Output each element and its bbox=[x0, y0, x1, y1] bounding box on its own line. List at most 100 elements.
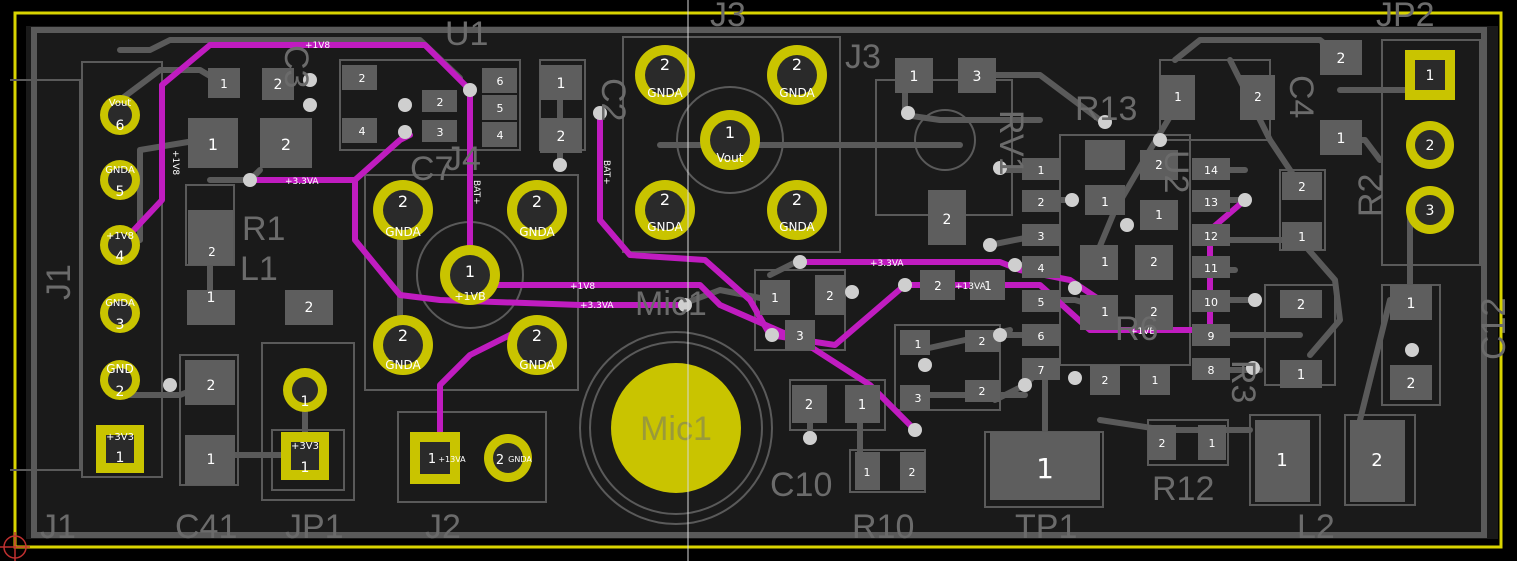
pad-num: 1 bbox=[116, 450, 125, 466]
pad-num: 4 bbox=[497, 129, 504, 142]
th-pad-labels: Vout 6 GNDA 5 +1V8 4 GNDA 3 GND 2 +3V3 1… bbox=[105, 55, 1434, 476]
jp1-pins bbox=[281, 368, 329, 480]
pad-num: 2 bbox=[660, 190, 670, 209]
pad-num: 3 bbox=[437, 126, 444, 139]
j1-pin5-label: GNDA bbox=[105, 165, 135, 176]
pad-num: 2 bbox=[1150, 305, 1158, 319]
ref-j1-side: J1 bbox=[40, 264, 78, 300]
reference-designators: J1 C41 JP1 J2 C10 R10 TP1 R12 L2 JP2 U1 … bbox=[40, 0, 1513, 546]
mic1-pad bbox=[611, 363, 741, 493]
pad-num: 1 bbox=[428, 452, 436, 467]
ref-jp2: JP2 bbox=[1376, 0, 1435, 34]
ref-j3: J3 bbox=[845, 38, 881, 76]
pad-num: 2 bbox=[532, 326, 542, 345]
ref-r3: R3 bbox=[1224, 360, 1262, 403]
pad-num: 9 bbox=[1208, 330, 1215, 343]
pad-num: 2 bbox=[934, 279, 942, 293]
pad-num: 1 bbox=[1038, 164, 1045, 177]
pad-num: 1 bbox=[1174, 90, 1182, 104]
pad-num: 1 bbox=[207, 290, 216, 306]
pad-numbers: 1 2 1 2 1 2 2 1 2 4 2 3 6 5 4 1 2 1 3 2 … bbox=[207, 51, 1416, 485]
ref-c7: C7 bbox=[410, 150, 453, 188]
pad-num: 6 bbox=[1038, 330, 1045, 343]
pad-num: 1 bbox=[301, 460, 310, 476]
j3-pad-label: Vout bbox=[717, 151, 744, 165]
net-label: +13VA bbox=[955, 282, 987, 292]
pad-num: 3 bbox=[973, 69, 982, 85]
ref-r12: R12 bbox=[1152, 470, 1214, 508]
ref-j1: J1 bbox=[40, 508, 76, 546]
pad-num: 2 bbox=[274, 77, 283, 93]
silkscreen-outlines bbox=[10, 36, 1481, 525]
pad-num: 2 bbox=[1426, 138, 1435, 154]
j4-pad-label: +1VB bbox=[454, 290, 485, 303]
j1-pin3-label: GNDA bbox=[105, 298, 135, 309]
silk-outline bbox=[31, 27, 1487, 538]
j1-pin1-label: +3V3 bbox=[106, 432, 134, 443]
pad-num: 2 bbox=[207, 378, 216, 394]
j1-pins bbox=[96, 95, 144, 473]
pad-num: 1 bbox=[858, 398, 866, 413]
pad-num: 2 bbox=[1337, 51, 1346, 67]
ref-c12: C12 bbox=[1475, 298, 1513, 360]
pad-num: 1 bbox=[1036, 452, 1054, 485]
pad-num: 3 bbox=[915, 392, 922, 405]
net-label: +3.3VA bbox=[285, 177, 319, 187]
pad-num: 2 bbox=[979, 385, 986, 398]
net-label: +1V8 bbox=[305, 41, 330, 51]
pad-num: 4 bbox=[359, 125, 366, 138]
pad-num: 1 bbox=[910, 69, 919, 85]
j1-pin4-label: +1V8 bbox=[106, 231, 134, 242]
j3-pins bbox=[635, 45, 827, 240]
pad-num: 1 bbox=[465, 262, 475, 281]
pad-num: 1 bbox=[771, 291, 779, 305]
pad-num: 1 bbox=[984, 279, 992, 293]
pad-num: 1 bbox=[1209, 437, 1216, 450]
pad-num: 2 bbox=[398, 192, 408, 211]
pad-num: 1 bbox=[1101, 305, 1109, 319]
pad-num: 2 bbox=[398, 326, 408, 345]
j4-pad-label: GNDA bbox=[385, 358, 421, 372]
pad-num: 2 bbox=[1038, 196, 1045, 209]
j1-pin6-label: Vout bbox=[109, 98, 132, 109]
pad-num: 2 bbox=[660, 55, 670, 74]
vias bbox=[163, 73, 1419, 445]
ref-c4: C4 bbox=[1282, 75, 1320, 118]
pad-num: 2 bbox=[281, 135, 291, 154]
j3-pad-label: GNDA bbox=[779, 220, 815, 234]
smd-pads bbox=[185, 40, 1432, 502]
pad-num: 2 bbox=[208, 245, 216, 259]
pad-num: 10 bbox=[1204, 296, 1218, 309]
ref-c10: C10 bbox=[770, 466, 832, 504]
ref-j2: J2 bbox=[425, 508, 461, 546]
pad-num: 2 bbox=[116, 384, 125, 400]
pad-num: 14 bbox=[1204, 164, 1218, 177]
pad-num: 3 bbox=[1038, 230, 1045, 243]
pad-num: 5 bbox=[116, 184, 125, 200]
pad-num: 2 bbox=[805, 398, 813, 413]
net-label: +1V8 bbox=[570, 282, 595, 292]
net-label: +3.3VA bbox=[870, 259, 904, 269]
ref-r13: R13 bbox=[1075, 90, 1137, 128]
ref-r1: R1 bbox=[242, 210, 285, 248]
pad-num: 2 bbox=[532, 192, 542, 211]
jp1-pad-label: +3V3 bbox=[291, 441, 319, 452]
pad-num: 1 bbox=[915, 338, 922, 351]
pad-num: 2 bbox=[1371, 450, 1382, 471]
through-hole-pads bbox=[96, 45, 1455, 493]
pad-num: 12 bbox=[1204, 230, 1218, 243]
pad-num: 1 bbox=[220, 77, 228, 91]
ref-c2: C2 bbox=[594, 78, 632, 121]
j2-pad-label: +13VA bbox=[438, 455, 466, 464]
pad-num: 2 bbox=[1155, 158, 1163, 172]
ref-c3: C3 bbox=[277, 45, 315, 88]
pad-num: 7 bbox=[1038, 364, 1045, 377]
pad-num: 2 bbox=[1150, 255, 1158, 269]
pad-num: 4 bbox=[116, 249, 125, 265]
pad-num: 1 bbox=[1426, 68, 1435, 84]
jp2-pins bbox=[1405, 50, 1455, 234]
pad-num: 1 bbox=[1337, 131, 1346, 147]
pad-num: 2 bbox=[496, 453, 504, 468]
j1-pin2-label: GND bbox=[106, 362, 134, 376]
